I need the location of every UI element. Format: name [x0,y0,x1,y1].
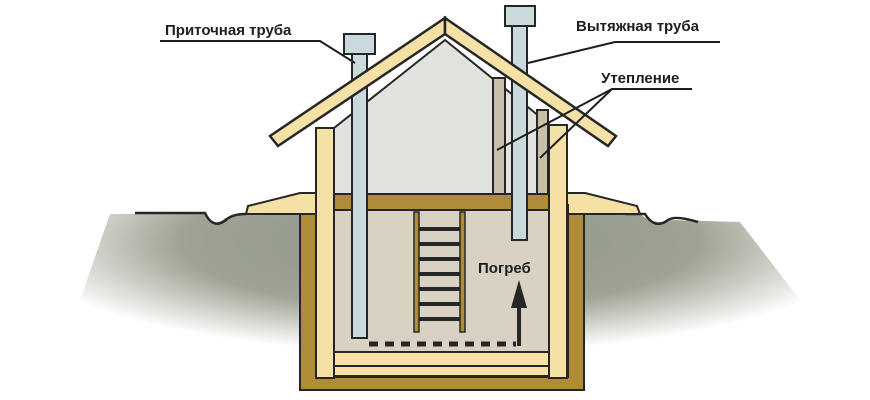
ladder [413,211,466,333]
exhaust-pipe-cap [504,5,536,27]
supply-pipe-cap [343,33,376,55]
supply-pipe-label: Приточная труба [165,22,292,39]
callout-lines [160,40,720,159]
roof-right [443,15,618,148]
ground-line-right [625,212,699,226]
left-post [315,127,335,379]
insulation-label: Утепление [601,70,679,87]
floor-board-2 [333,365,551,377]
exhaust-pipe-label: Вытяжная труба [576,18,700,35]
right-blind-area [565,192,642,215]
floor-board-1 [333,351,551,367]
supply-pipe [351,53,368,339]
airflow-arrow-icon [511,280,527,308]
left-blind-area [244,192,319,215]
insulation-left [492,77,506,195]
ground-line-left [135,211,247,225]
cellar-label: Погреб [478,260,531,277]
right-post [548,124,568,379]
exhaust-pipe [511,24,528,241]
